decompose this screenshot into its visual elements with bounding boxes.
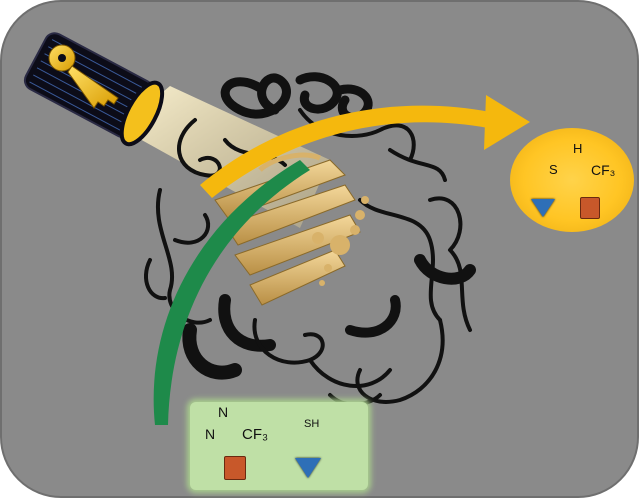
reactant-thiol-label: SH xyxy=(304,418,320,430)
product-cf3-label: CF₃ xyxy=(591,162,616,178)
blue-triangle-icon xyxy=(531,199,555,217)
reactant-cf3-label: CF₃ xyxy=(242,426,269,443)
product-sulfur-label: S xyxy=(549,162,558,177)
yellow-arrow xyxy=(200,95,530,198)
reactant-panel xyxy=(190,402,368,490)
product-hydrogen-label: H xyxy=(573,141,583,156)
orange-square-icon xyxy=(224,456,246,480)
reactant-n-top-label: N xyxy=(218,404,229,420)
orange-square-icon xyxy=(580,197,600,219)
flashlight-icon xyxy=(23,32,165,147)
key-icon xyxy=(48,44,119,109)
reactant-n-left-label: N xyxy=(205,426,216,442)
protein-ribbon xyxy=(144,72,476,407)
blue-triangle-icon xyxy=(295,458,321,478)
green-arrow xyxy=(153,160,310,425)
product-glow xyxy=(510,128,634,232)
